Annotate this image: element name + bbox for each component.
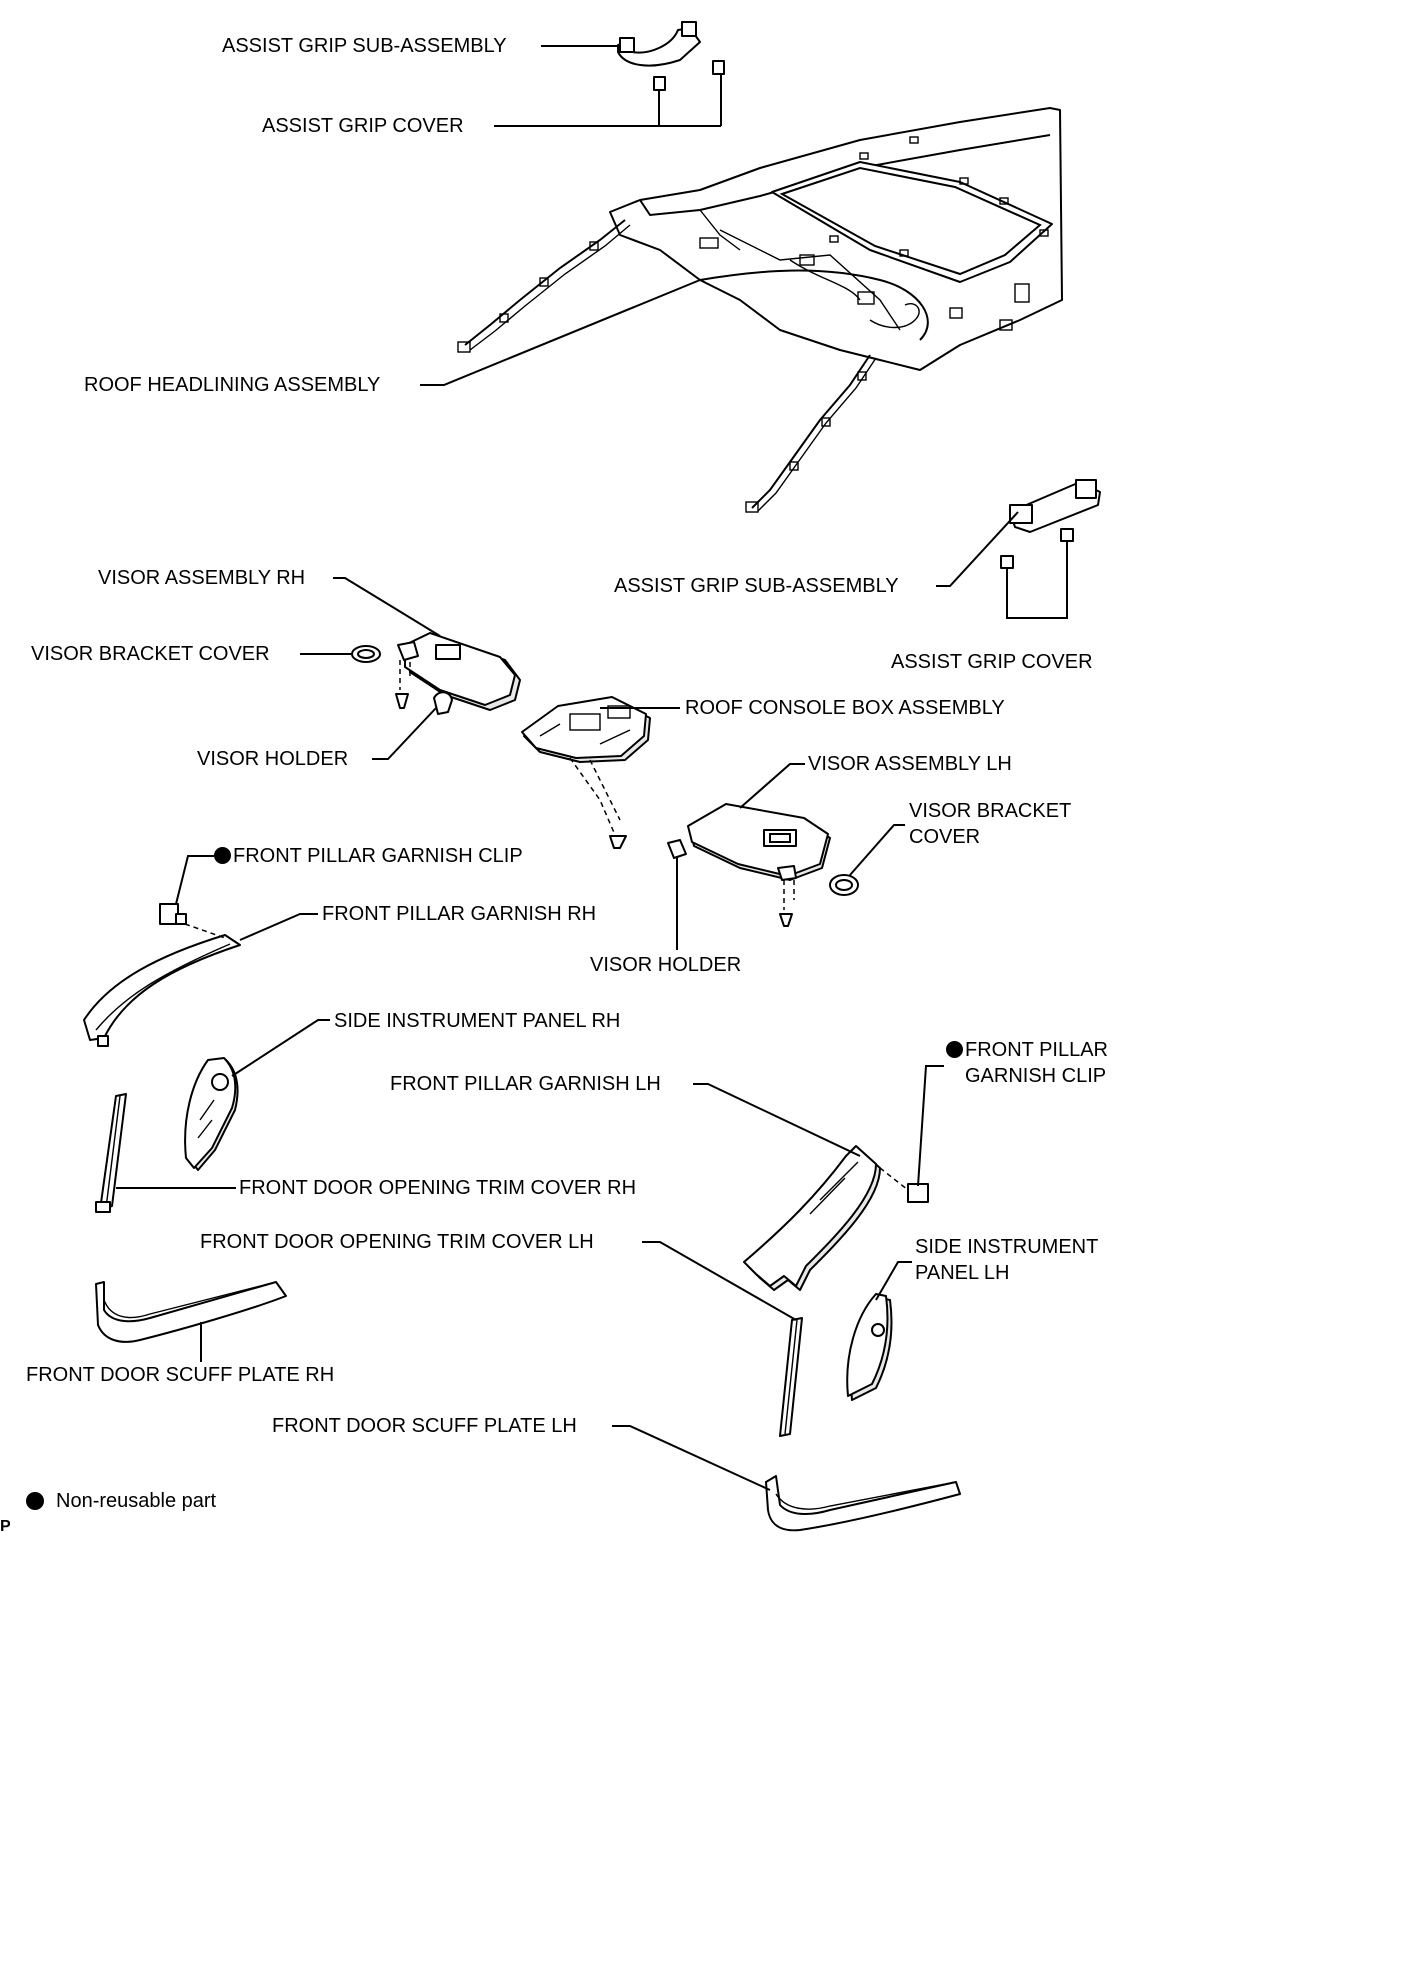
side-instrument-panel-lh-drawing (846, 1293, 893, 1401)
label-visor-bracket-cover-rh: VISOR BRACKET COVER (31, 643, 270, 665)
leader-lines (116, 45, 1068, 1491)
front-door-opening-trim-lh-drawing (779, 1317, 803, 1437)
label-side-instrument-panel-lh: SIDE INSTRUMENT PANEL LH (915, 1236, 1099, 1284)
assist-grip-right-drawing (1000, 479, 1101, 569)
label-side-instrument-panel-rh: SIDE INSTRUMENT PANEL RH (334, 1010, 621, 1032)
corner-mark: P (0, 1518, 11, 1535)
front-pillar-garnish-lh-drawing (743, 1145, 929, 1291)
label-front-pillar-garnish-clip-rh-text: FRONT PILLAR GARNISH CLIP (233, 845, 523, 867)
visor-lh-drawing (667, 803, 859, 927)
non-reusable-marker-icon (214, 847, 231, 864)
label-front-door-opening-trim-cover-rh: FRONT DOOR OPENING TRIM COVER RH (239, 1177, 637, 1199)
front-door-opening-trim-rh-drawing (95, 1093, 127, 1213)
label-assist-grip-sub-assembly-top: ASSIST GRIP SUB-ASSEMBLY (222, 35, 507, 57)
label-visor-assembly-lh: VISOR ASSEMBLY LH (808, 753, 1012, 775)
label-front-door-scuff-plate-rh: FRONT DOOR SCUFF PLATE RH (26, 1364, 335, 1386)
non-reusable-marker-icon (946, 1041, 963, 1058)
label-visor-holder-rh: VISOR HOLDER (197, 748, 349, 770)
label-front-pillar-garnish-lh: FRONT PILLAR GARNISH LH (390, 1073, 661, 1095)
label-front-pillar-garnish-clip-lh: FRONT PILLAR GARNISH CLIP (946, 1037, 1108, 1089)
label-front-pillar-garnish-clip-rh: FRONT PILLAR GARNISH CLIP (214, 843, 523, 869)
parts-diagram: ASSIST GRIP SUB-ASSEMBLY ASSIST GRIP COV… (0, 21, 1108, 1535)
legend-non-reusable-text: Non-reusable part (56, 1490, 217, 1512)
visor-rh-drawing (351, 632, 521, 715)
roof-console-box-drawing (521, 696, 651, 849)
label-visor-bracket-cover-lh: VISOR BRACKET COVER (909, 800, 1072, 848)
label-assist-grip-cover-right: ASSIST GRIP COVER (891, 651, 1093, 673)
label-visor-assembly-rh: VISOR ASSEMBLY RH (98, 567, 306, 589)
assist-grip-top-drawing (617, 21, 725, 91)
label-assist-grip-cover-top: ASSIST GRIP COVER (262, 115, 464, 137)
label-front-pillar-garnish-rh: FRONT PILLAR GARNISH RH (322, 903, 597, 925)
label-roof-headlining-assembly: ROOF HEADLINING ASSEMBLY (84, 374, 381, 396)
front-pillar-garnish-rh-drawing (83, 903, 241, 1047)
front-door-scuff-plate-lh-drawing (765, 1475, 961, 1532)
label-front-door-opening-trim-cover-lh: FRONT DOOR OPENING TRIM COVER LH (200, 1231, 594, 1253)
diagram-artwork (83, 21, 1101, 1532)
label-visor-holder-lh: VISOR HOLDER (590, 954, 742, 976)
side-instrument-panel-rh-drawing (184, 1057, 239, 1171)
front-door-scuff-plate-rh-drawing (95, 1281, 287, 1343)
roof-headlining-drawing (457, 107, 1063, 513)
label-roof-console-box-assembly: ROOF CONSOLE BOX ASSEMBLY (685, 697, 1005, 719)
non-reusable-legend-icon (26, 1492, 44, 1510)
label-front-door-scuff-plate-lh: FRONT DOOR SCUFF PLATE LH (272, 1415, 577, 1437)
label-assist-grip-sub-assembly-right: ASSIST GRIP SUB-ASSEMBLY (614, 575, 899, 597)
label-front-pillar-garnish-clip-lh-text: FRONT PILLAR GARNISH CLIP (965, 1039, 1108, 1087)
